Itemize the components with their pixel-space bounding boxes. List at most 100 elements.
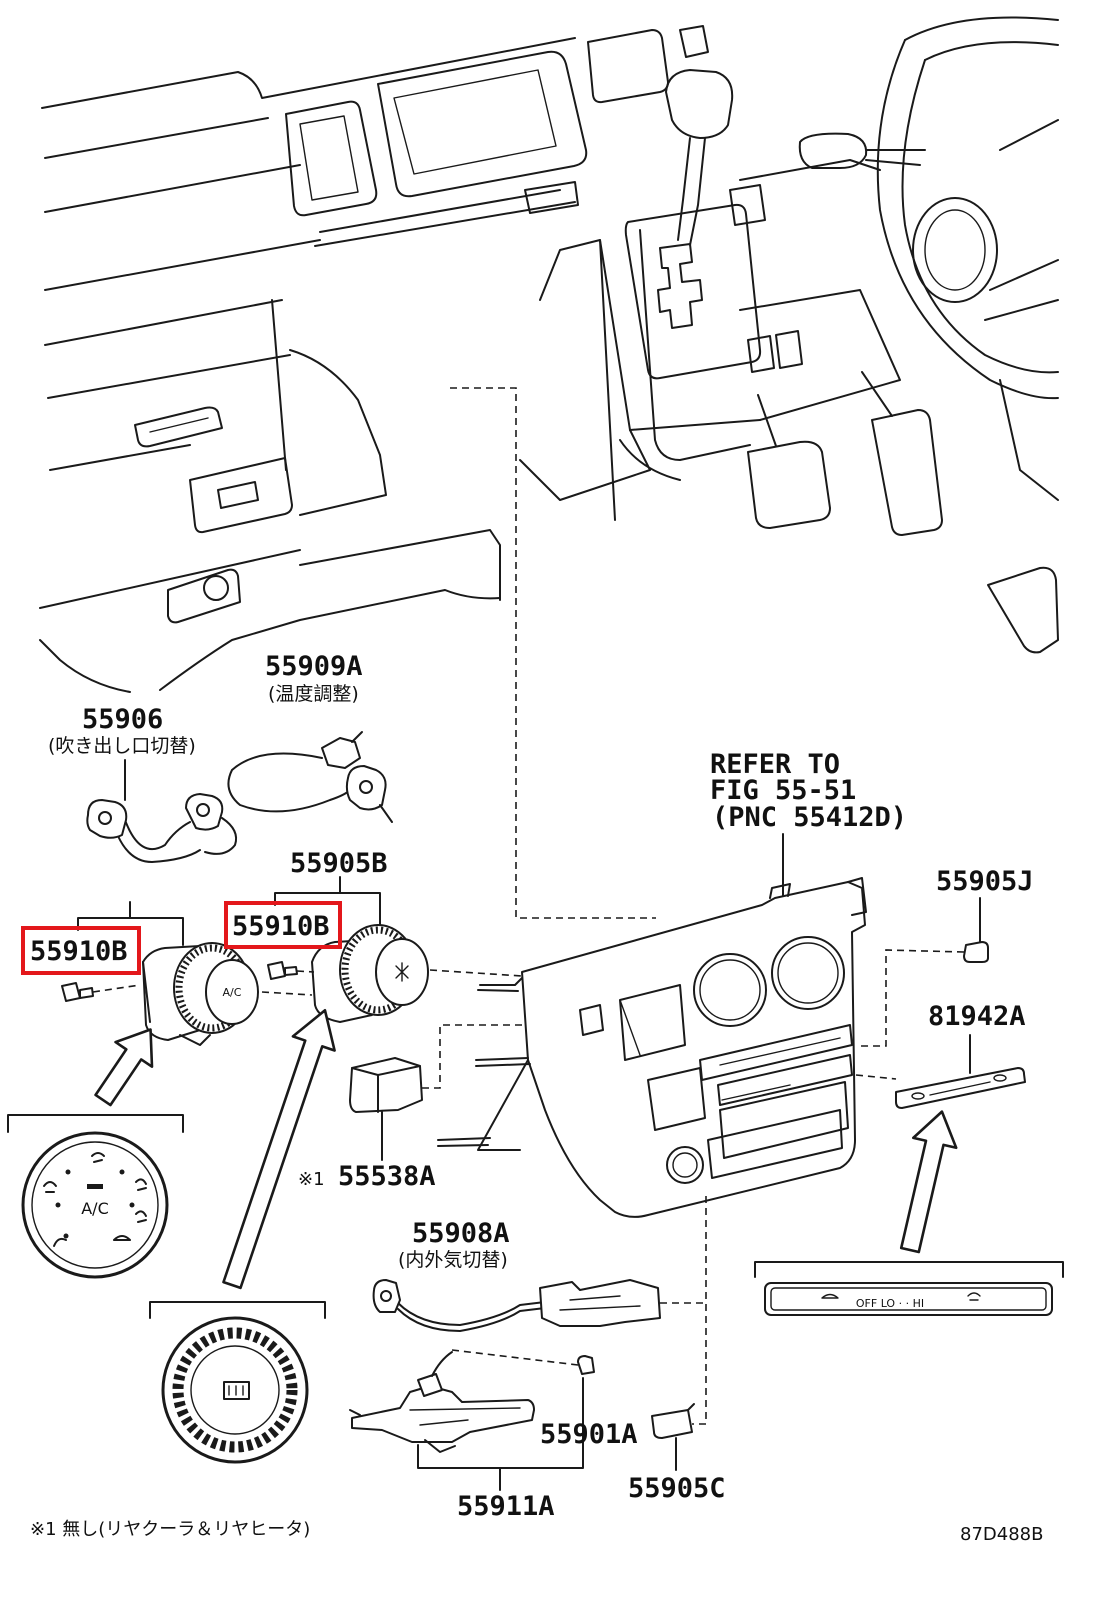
console-column — [599, 239, 616, 521]
dash-line — [49, 444, 191, 471]
dash-right-line — [739, 289, 901, 421]
connector-hole — [98, 811, 112, 825]
dash-right-line — [619, 439, 681, 481]
connector-tail — [379, 804, 393, 823]
bracket-line — [274, 892, 381, 936]
panel-slot — [717, 1054, 853, 1106]
control-knob-55905b — [274, 876, 429, 1023]
wheel-inner-rim — [901, 59, 1059, 374]
steering-wheel — [798, 16, 1059, 501]
refer-to-line3: (PNC 55412D) — [712, 802, 907, 833]
panel-side-face — [477, 1059, 529, 1151]
fan-icon-right — [967, 1292, 981, 1301]
block-55538a — [349, 1024, 522, 1161]
dial-dot — [65, 1169, 71, 1175]
dash-line — [44, 239, 321, 291]
glovebox-handle — [134, 406, 223, 448]
foot-defrost-icon — [135, 1210, 147, 1223]
center-slot — [524, 181, 579, 214]
cable-55908a — [372, 1279, 706, 1332]
knob-face — [205, 959, 259, 1025]
foot-icon — [135, 1178, 147, 1191]
connector-tab — [351, 731, 363, 743]
panel-clip-tab — [475, 1057, 529, 1061]
bilevel-icon — [91, 1152, 105, 1163]
panel-clip-tab — [475, 1063, 531, 1067]
dial-inner — [31, 1141, 159, 1269]
shift-lever — [624, 69, 762, 380]
assembly-foot — [424, 1439, 456, 1453]
arrow-to-knob-55905b — [222, 1009, 336, 1290]
console-column — [639, 229, 751, 461]
clip-leader — [858, 949, 965, 1047]
glovebox-handle-inner — [149, 417, 209, 433]
part-number-55909a: 55909A — [265, 651, 363, 682]
panel-button-hole-inner — [672, 1152, 698, 1178]
detail-dial-temperature — [149, 1301, 326, 1464]
knob-to-panel-leader — [429, 969, 523, 977]
connector-hole — [380, 1290, 392, 1302]
strip-marks — [929, 1081, 991, 1096]
panel-vent-ring-inner — [699, 959, 761, 1021]
detail-bracket — [149, 1301, 326, 1319]
clip-55905j — [858, 897, 989, 1047]
detail-bracket — [754, 1261, 1064, 1278]
clip-55901a — [577, 1355, 595, 1375]
knob-housing-edge — [142, 961, 151, 1023]
part-note-55908a: (内外気切替) — [398, 1249, 508, 1271]
part-number-55910b-mid: 55910B — [232, 911, 330, 942]
panel-top-tab — [769, 883, 791, 899]
detail-fan-strip: OFF LO · · HI — [754, 1261, 1064, 1316]
brake-pedal — [747, 440, 831, 529]
cable-wire — [124, 819, 191, 851]
panel-opening — [647, 1067, 706, 1131]
strip-icon — [993, 1074, 1007, 1082]
block-leader — [422, 1024, 522, 1089]
assembly-lever — [349, 1409, 361, 1416]
dash-shelf — [319, 189, 561, 233]
accelerator-pedal — [871, 409, 943, 536]
left-vent — [285, 100, 378, 217]
panel-lower-opening — [707, 1109, 843, 1179]
refer-to-line2: FIG 55-51 — [710, 775, 856, 806]
panel-slot-edge — [719, 1037, 841, 1066]
left-vent-inner — [299, 115, 359, 201]
dial-dot — [55, 1202, 61, 1208]
pedals — [747, 371, 1059, 654]
screw-55910b-mid — [267, 961, 315, 980]
steering-column — [989, 259, 1059, 291]
part-number-81942a: 81942A — [928, 1001, 1026, 1032]
detail-dial-ac: A/C — [7, 1114, 184, 1279]
foot-rest — [987, 566, 1059, 654]
clip — [651, 1409, 693, 1439]
cable-wire — [397, 1301, 546, 1326]
connector-hole — [359, 780, 373, 794]
assembly-wire — [431, 1351, 453, 1377]
wheel-inner-rim — [924, 41, 1059, 61]
figure-id: 87D488B — [960, 1524, 1043, 1545]
dial-temperature-scale — [172, 1327, 298, 1453]
strip-icon — [911, 1092, 925, 1100]
knob-face-mark — [395, 962, 409, 982]
strip-leader — [855, 1074, 897, 1080]
panel-slot-edge — [721, 1084, 791, 1101]
rear-defog-icon — [223, 1381, 250, 1400]
right-switch — [775, 330, 803, 369]
connector-hole — [196, 803, 210, 817]
lower-switch — [217, 481, 259, 509]
dash-bottom-curve — [159, 589, 501, 691]
dash-bottom-curve — [39, 639, 131, 693]
wheel-outer-rim — [904, 16, 1059, 41]
panel-opening-edge — [619, 999, 641, 1056]
dash-shelf — [314, 201, 576, 247]
small-switch — [679, 25, 709, 58]
dial-outer — [21, 1131, 169, 1279]
dash-right-line — [739, 159, 881, 181]
instrument-cluster — [377, 50, 588, 198]
knee-panel — [289, 349, 387, 516]
detail-bracket — [7, 1114, 184, 1133]
lower-knob — [203, 575, 229, 601]
panel-opening — [719, 1081, 849, 1159]
cable-55909a — [227, 731, 393, 823]
